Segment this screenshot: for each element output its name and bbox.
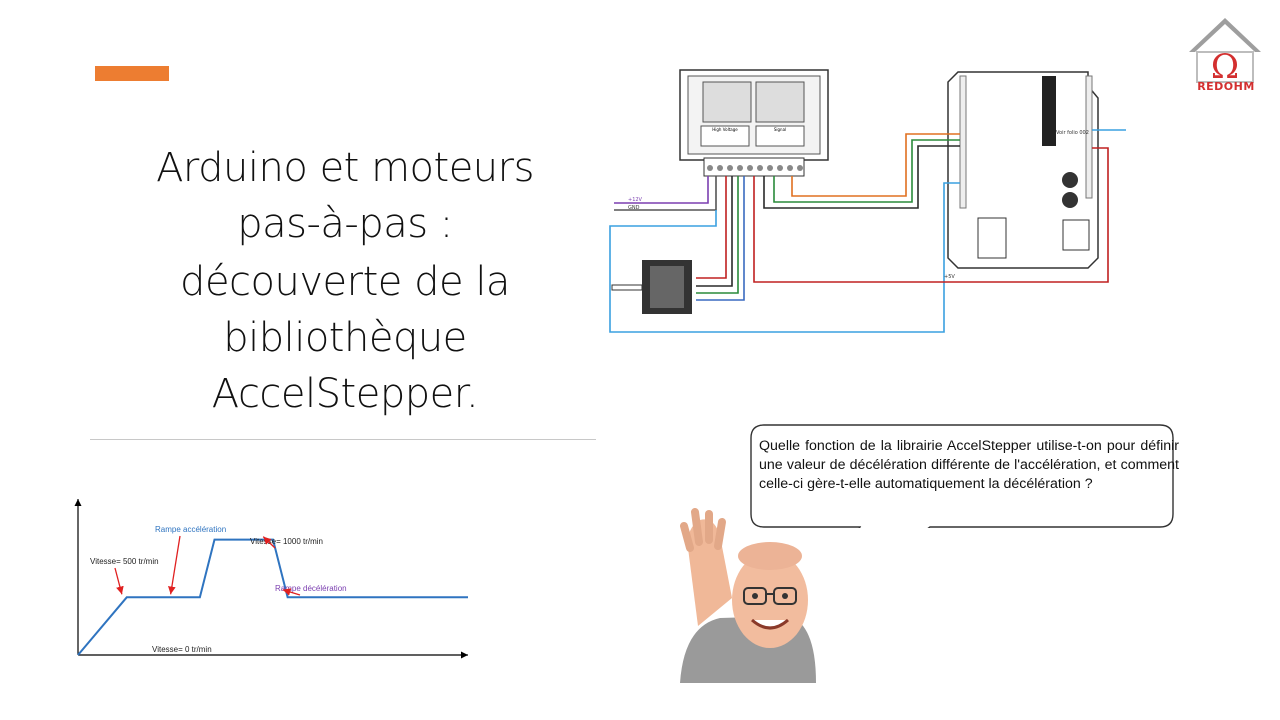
driver-high-voltage-label: High Voltage xyxy=(712,127,738,132)
avatar-waving xyxy=(680,508,816,683)
title-line-1: Arduino et moteurs xyxy=(156,145,534,191)
annotation-arrow xyxy=(282,588,301,596)
annotation-label: Rampe décélération xyxy=(275,584,347,593)
annotation-label: Rampe accélération xyxy=(155,525,226,534)
label-gnd: GND xyxy=(628,205,640,211)
label-voir-folio: Voir folio 002 xyxy=(1056,130,1089,136)
redohm-logo: Ω xyxy=(1189,18,1261,87)
label-5v: +5V xyxy=(944,274,955,280)
annotation-label: Vitesse= 500 tr/min xyxy=(90,557,159,566)
arduino-board xyxy=(947,71,1099,269)
title-line-5: AccelStepper. xyxy=(211,371,479,417)
speech-bubble xyxy=(750,424,1174,528)
title-line-4: bibliothèque xyxy=(223,315,467,361)
wiring-schematic: High Voltage Signal xyxy=(609,69,1126,333)
annotation-label: Vitesse= 0 tr/min xyxy=(152,645,212,654)
accent-bar xyxy=(95,66,169,81)
logo-text: REDOHM xyxy=(1197,80,1255,93)
svg-text:Ω: Ω xyxy=(1211,47,1239,87)
speed-series-line xyxy=(77,538,468,656)
title-line-3: découverte de la xyxy=(180,259,510,305)
question-text: Quelle fonction de la librairie AccelSte… xyxy=(759,438,1179,492)
annotation-arrow xyxy=(168,535,181,595)
annotation-arrow xyxy=(262,536,276,549)
driver-signal-label: Signal xyxy=(774,127,786,132)
stepper-motor xyxy=(611,260,692,314)
title-line-2: pas-à-pas : xyxy=(237,201,453,247)
slide-title: Arduino et moteurs pas-à-pas : découvert… xyxy=(110,140,580,422)
annotation-arrow xyxy=(114,567,124,595)
label-12v: +12V xyxy=(628,197,643,203)
annotation-label: Vitesse= 1000 tr/min xyxy=(250,537,323,546)
divider xyxy=(90,439,596,440)
stepper-driver: High Voltage Signal xyxy=(679,69,829,177)
